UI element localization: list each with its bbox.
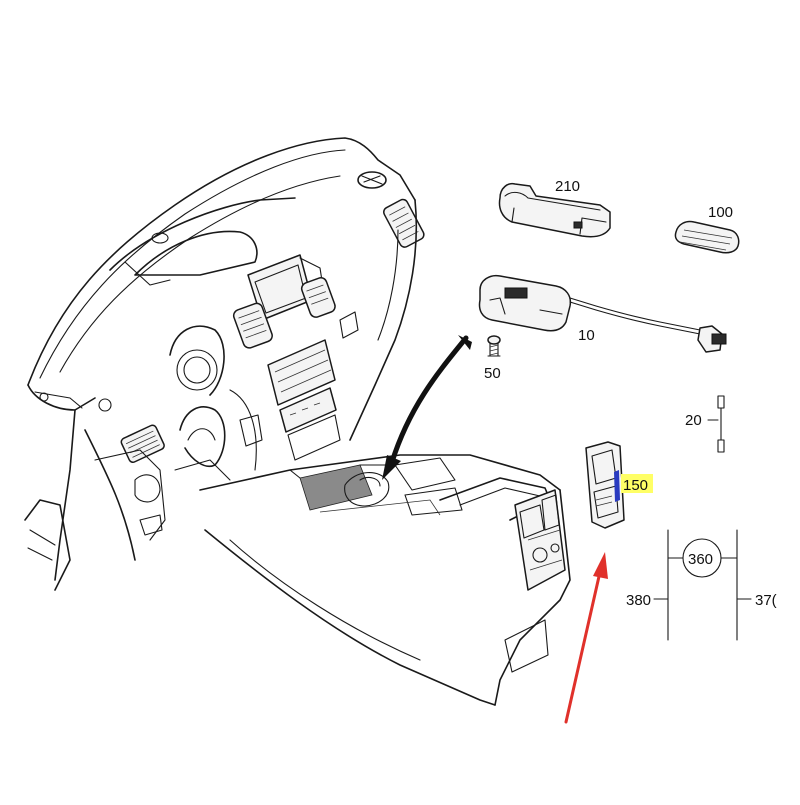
label-10: 10 [578, 327, 595, 344]
label-20: 20 [685, 412, 702, 429]
label-150: 150 [623, 477, 648, 494]
part-50-screw [487, 335, 501, 357]
label-370: 37( [755, 592, 777, 609]
label-210: 210 [555, 178, 580, 195]
label-380: 380 [626, 592, 651, 609]
part-210-bracket [498, 182, 611, 238]
part-group-360-380-370 [653, 529, 752, 641]
label-150-highlight [621, 474, 653, 493]
part-10-module [478, 274, 727, 353]
part-150-switch-panel [585, 441, 625, 529]
dashboard-illustration [24, 137, 425, 591]
black-pointer-arrow [382, 335, 472, 480]
label-360: 360 [688, 551, 713, 568]
red-pointer-arrow [564, 552, 608, 724]
part-20-clip [707, 395, 725, 453]
label-100: 100 [708, 204, 733, 221]
part-100-insert [674, 220, 740, 254]
label-50: 50 [484, 365, 501, 382]
center-console-illustration [199, 454, 571, 706]
